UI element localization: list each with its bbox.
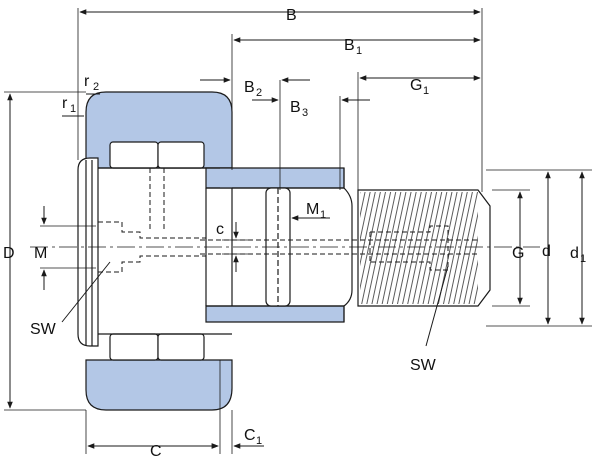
side-plate — [77, 157, 99, 347]
label-sw-left: SW — [30, 321, 57, 338]
label-G1: G — [410, 77, 422, 94]
leader-sw-right — [425, 265, 449, 347]
label-B3: B — [290, 99, 301, 116]
label-r1-sub: 1 — [70, 103, 76, 115]
label-M1: M — [306, 201, 319, 218]
labels: B B 1 B 2 B 3 G 1 r 2 r 1 D M c M 1 G d … — [3, 7, 586, 460]
label-C: C — [150, 443, 162, 460]
outer-ring-bottom — [85, 359, 233, 411]
label-B1-sub: 1 — [356, 45, 362, 57]
leader-sw-left — [61, 261, 111, 323]
label-M1-sub: 1 — [320, 209, 326, 221]
roller-top-1 — [109, 141, 159, 169]
extension-lines — [4, 8, 592, 454]
stud-lower — [205, 305, 345, 323]
label-G1-sub: 1 — [423, 85, 429, 97]
label-d1: d — [570, 245, 579, 262]
label-B2: B — [244, 79, 255, 96]
label-G: G — [512, 245, 524, 262]
label-r2: r — [84, 73, 90, 90]
label-B1: B — [344, 37, 355, 54]
hidden-lines — [98, 168, 480, 273]
label-C1-sub: 1 — [256, 435, 262, 447]
label-M: M — [34, 245, 47, 262]
label-B3-sub: 3 — [302, 107, 308, 119]
roller-top-2 — [157, 141, 205, 169]
label-d1-sub: 1 — [580, 253, 586, 265]
stud-body — [205, 167, 345, 323]
stud-cross-section-top — [220, 168, 232, 188]
thread-hatch — [360, 192, 478, 304]
label-C1: C — [244, 427, 256, 444]
label-r2-sub: 2 — [93, 81, 99, 93]
label-B: B — [286, 7, 297, 24]
label-sw-right: SW — [410, 357, 437, 374]
outer-ring — [85, 91, 233, 411]
roller-bottom-2 — [157, 333, 205, 361]
label-D: D — [3, 245, 15, 262]
label-c: c — [216, 221, 224, 238]
roller-bottom-1 — [109, 333, 159, 361]
label-d: d — [542, 243, 551, 260]
dimension-lines — [7, 9, 585, 449]
label-r1: r — [62, 95, 68, 112]
label-B2-sub: 2 — [256, 87, 262, 99]
